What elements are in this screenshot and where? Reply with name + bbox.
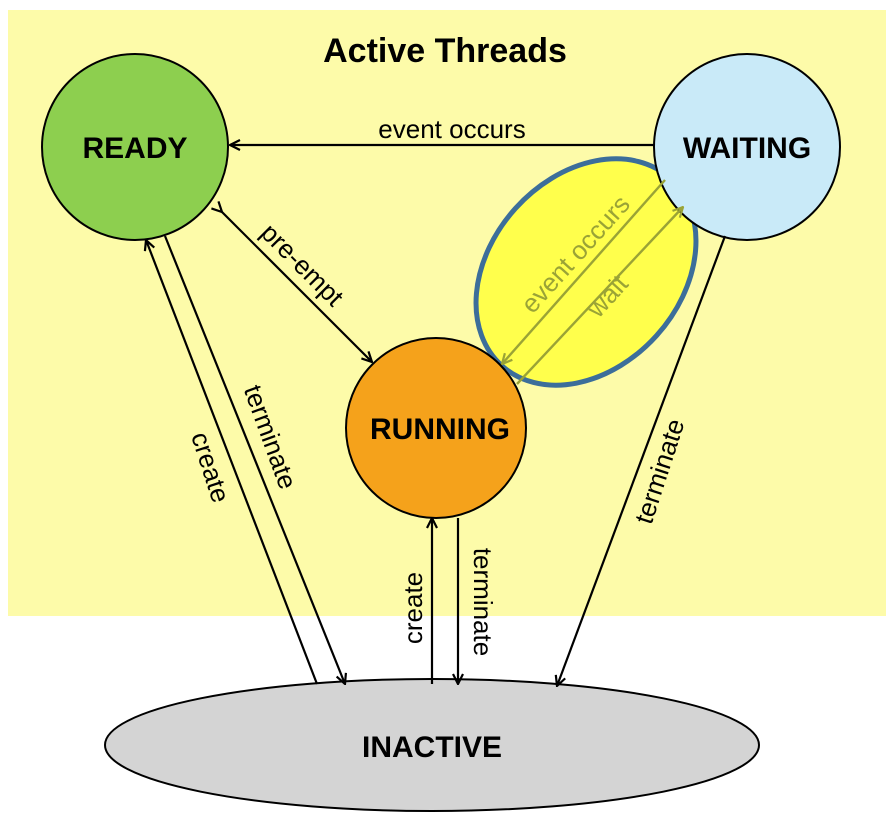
arrow-waiting-to-inactive bbox=[557, 235, 727, 686]
arrow-waiting-to-running bbox=[502, 179, 666, 364]
arrow-inactive-to-ready bbox=[146, 240, 319, 685]
ready-state bbox=[41, 53, 229, 241]
running-label: RUNNING bbox=[370, 413, 510, 446]
waiting-label: WAITING bbox=[683, 132, 811, 165]
label-inactive-to-running: create bbox=[398, 572, 428, 644]
waiting-state bbox=[653, 53, 841, 241]
diagram-title: Active Threads bbox=[323, 32, 567, 70]
arrow-ready-to-inactive bbox=[163, 235, 345, 684]
ready-label: READY bbox=[82, 132, 187, 165]
label-running-to-inactive: terminate bbox=[468, 548, 498, 656]
inactive-label: INACTIVE bbox=[362, 731, 502, 764]
arrow-running-to-waiting bbox=[516, 207, 683, 385]
arrow-ready-to-running bbox=[222, 212, 372, 362]
label-waiting-to-ready: event occurs bbox=[378, 114, 525, 144]
